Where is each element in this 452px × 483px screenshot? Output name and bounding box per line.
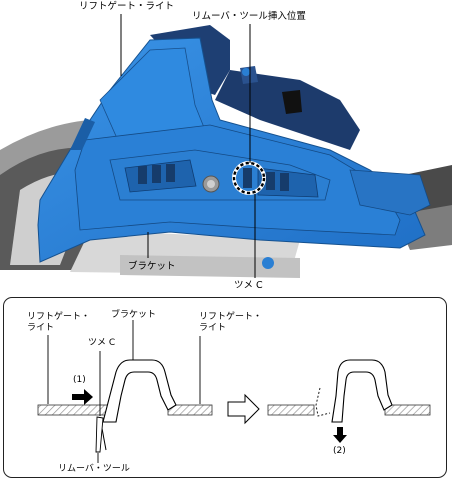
pull-arrow-2 bbox=[333, 427, 347, 443]
right-diagram-left-panel bbox=[267, 404, 315, 416]
detail-label-step-1: (1) bbox=[73, 375, 86, 385]
right-diagram-right-panel bbox=[384, 404, 431, 416]
transition-arrow-icon bbox=[227, 393, 260, 425]
detail-leader-lines bbox=[47, 320, 201, 463]
bracket-clip bbox=[102, 359, 177, 423]
detail-label-bracket: ブラケット bbox=[111, 310, 157, 320]
detail-diagram-frame bbox=[3, 297, 447, 478]
bracket-clips bbox=[124, 68, 319, 269]
released-tab-outline bbox=[315, 387, 331, 417]
detail-label-liftgate-left-2: ライト bbox=[27, 323, 55, 333]
label-remover-tool-position: リムーバ・ツール挿入位置 bbox=[192, 11, 306, 22]
light-illustration bbox=[0, 14, 452, 278]
left-panel-hatch bbox=[37, 404, 109, 416]
label-bracket: ブラケット bbox=[128, 261, 176, 272]
tool-position-marker bbox=[232, 161, 266, 195]
label-tab-c: ツメ C bbox=[234, 280, 263, 291]
detail-label-step-2: (2) bbox=[333, 446, 346, 456]
detail-label-liftgate-left-1: リフトゲート・ bbox=[27, 312, 91, 322]
push-arrow-1 bbox=[72, 389, 93, 405]
detail-label-liftgate-right-2: ライト bbox=[199, 323, 227, 333]
detail-label-tab-c: ツメ C bbox=[88, 338, 116, 348]
bracket-clip-released bbox=[331, 359, 393, 423]
label-liftgate-light: リフトゲート・ライト bbox=[79, 1, 175, 12]
detail-label-liftgate-right-1: リフトゲート・ bbox=[199, 312, 263, 322]
liftgate-light-body bbox=[37, 37, 431, 263]
detail-label-remover-tool: リムーバ・ツール bbox=[58, 464, 130, 474]
remover-tool bbox=[95, 416, 104, 453]
photo-leader-lines bbox=[120, 14, 256, 278]
